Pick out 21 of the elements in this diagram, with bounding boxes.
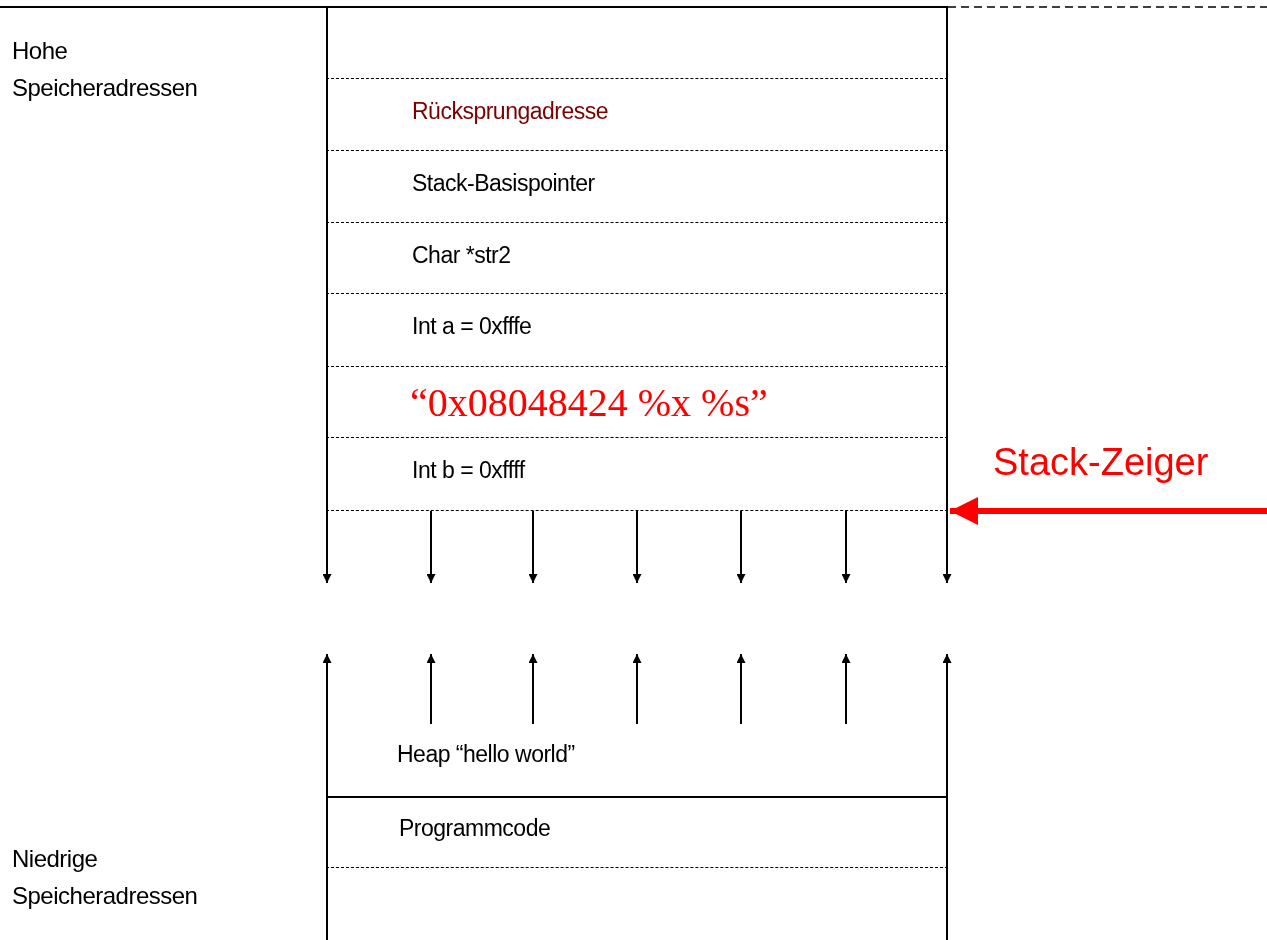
slot-label: Stack-Basispointer [412, 172, 595, 195]
memory-slot [326, 79, 948, 151]
format-string: “0x08048424 %x %s” [410, 383, 768, 423]
memory-slot [326, 798, 948, 868]
memory-slot [326, 724, 948, 798]
slot-label: Int a = 0xfffe [412, 315, 532, 338]
slot-label: Heap “hello world” [397, 743, 575, 766]
slot-label: Rücksprungadresse [412, 100, 609, 123]
slot-label: Programmcode [399, 817, 551, 840]
memory-slot [326, 367, 948, 438]
memory-slot [326, 438, 948, 511]
slot-label: Int b = 0xffff [412, 459, 525, 482]
address-label: Niedrige Speicheradressen [12, 844, 199, 911]
empty-memory-slot [326, 868, 948, 940]
empty-memory-slot [326, 8, 948, 79]
pointer-arrow [950, 497, 1267, 525]
memory-slot [326, 294, 948, 367]
address-label: Hohe Speicheradressen [12, 36, 199, 103]
memory-slot [326, 223, 948, 294]
slot-label: Char *str2 [412, 244, 511, 267]
memory-slot [326, 151, 948, 223]
